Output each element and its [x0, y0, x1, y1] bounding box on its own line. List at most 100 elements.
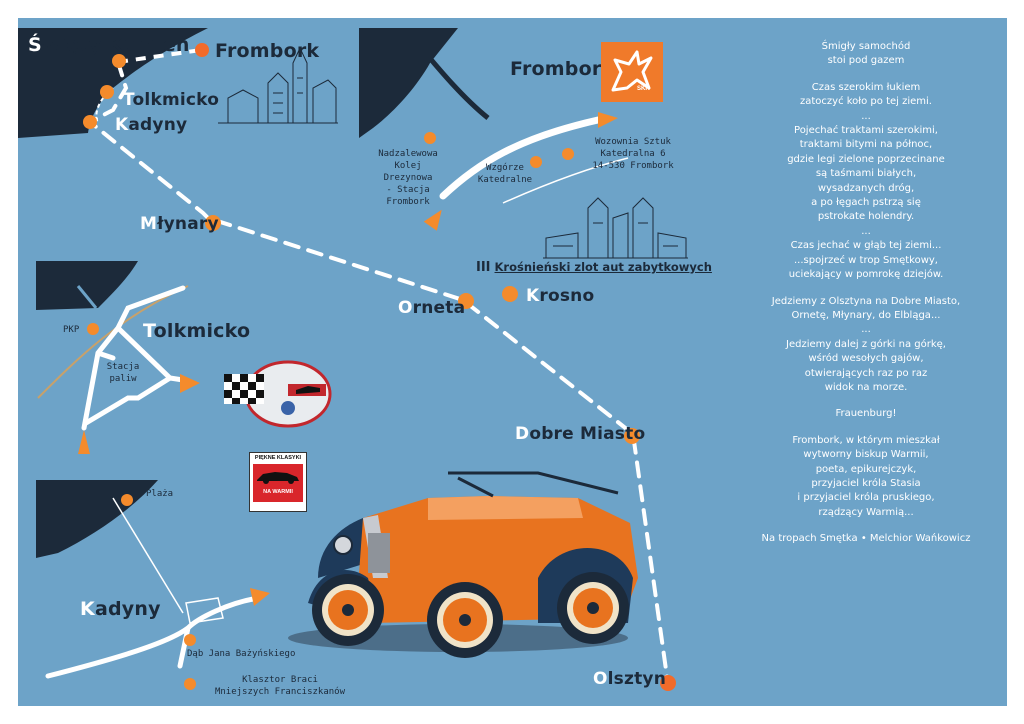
kadyny-block	[185, 597, 224, 624]
place-kadyny: Kadyny	[115, 115, 188, 135]
tolkmicko-railway	[37, 285, 189, 399]
kadyny-inset-sea	[36, 480, 158, 558]
place-frombork: Frombork	[215, 40, 320, 62]
poem-line: wytworny biskup Warmii,	[803, 449, 929, 461]
poem-line: Frauenburg!	[835, 408, 897, 420]
poem-line: traktami bitymi na północ,	[799, 139, 933, 151]
kadyny-klasztor-marker	[184, 678, 196, 690]
frombork-marker	[195, 43, 209, 57]
inset-kadyny-title: Kadyny	[80, 598, 161, 620]
poem-line: poeta, epikurejczyk,	[815, 463, 917, 475]
poem-line: i przyjaciel króla pruskiego,	[797, 492, 935, 504]
place-krosno: Krosno	[526, 286, 595, 306]
inset-kadyny-dab-label: Dąb Jana Bażyńskiego	[187, 649, 296, 659]
tolkmicko-inset-line	[76, 285, 98, 309]
skk-logo: SKK	[601, 42, 663, 102]
piekne-klasyki-bottom-text: NA WARMII	[263, 489, 293, 495]
poem-line: Czas szerokim łukiem	[811, 81, 921, 93]
frombork-road-dark	[421, 48, 490, 120]
kadyny-road-plaza	[112, 497, 184, 614]
poem-line: ...	[861, 110, 871, 122]
poem-gap	[746, 69, 986, 81]
skk-logo-text: SKK	[637, 86, 650, 92]
poem-line: ...	[861, 225, 871, 237]
kadyny-marker	[83, 115, 97, 129]
tolkmicko-inset-sea	[36, 261, 138, 310]
poem-line: zatoczyć koło po tej ziemi.	[799, 96, 932, 108]
main-route	[86, 60, 670, 686]
piekne-klasyki-top-text: PIĘKNE KLASYKI	[254, 455, 302, 461]
poem-line: Śmigły samochód	[821, 41, 911, 52]
mlynary-marker	[205, 215, 221, 231]
inset-frombork-wozownia-label: Wozownia Sztuk Katedralna 6 14-530 Fromb…	[592, 137, 674, 171]
piekne-klasyki-red-field	[253, 464, 303, 502]
orneta-marker	[458, 293, 474, 309]
rally-club-badge	[222, 358, 332, 430]
checkered-flag-icon	[224, 360, 332, 428]
frombork-arrow-left	[423, 209, 442, 231]
piekne-klasyki-logo: PIĘKNE KLASYKI NA WARMII	[249, 452, 307, 512]
route-frombork	[117, 48, 202, 64]
place-mlynary: Młynary	[140, 214, 219, 234]
map-graphics	[18, 28, 688, 691]
poem-line: Czas jechać w głąb tej ziemi...	[790, 240, 942, 252]
poem-line: są taśmami białych,	[815, 168, 917, 180]
cathedral-sketch	[543, 197, 688, 259]
frombork-wozownia-marker	[562, 148, 574, 160]
kadyny-roads	[45, 595, 261, 679]
kadyny-plaza-marker	[121, 494, 133, 506]
poem-line: gdzie legi zielone poprzecinane	[787, 153, 945, 165]
poem-gap	[746, 283, 986, 295]
frombork-inset-sea	[359, 28, 458, 138]
tolkmicko-roads	[81, 285, 186, 431]
frombork-wzgorze-marker	[530, 156, 542, 168]
map-poster: Święty Kamień Frombork Tolkmicko Kadyny …	[18, 18, 1007, 706]
frombork-castle-sketch	[218, 46, 338, 124]
poem-line: uciekający w pomrokę dziejów.	[788, 269, 944, 281]
frombork-road-main	[439, 116, 602, 200]
poem-line: wśród wesołych gajów,	[808, 353, 924, 365]
poem-line: rządzący Warmią...	[818, 506, 914, 518]
poem-line: ...	[861, 324, 871, 336]
place-olsztyn: Olsztyn	[593, 669, 667, 689]
poem-line: Pojechać traktami szerokimi,	[794, 125, 938, 137]
poem-line: otwierających raz po raz	[804, 367, 928, 379]
classic-car-icon	[257, 472, 299, 484]
frombork-kolej-marker	[424, 132, 436, 144]
place-tolkmicko: Tolkmicko	[123, 90, 220, 110]
poem-line: wysadzanych dróg,	[817, 182, 915, 194]
place-swiety-kamien: Święty Kamień	[28, 34, 190, 56]
tolkmicko-arrow-down	[78, 430, 90, 454]
inset-tolkmicko-title: Tolkmicko	[143, 320, 251, 342]
poem-gap	[746, 395, 986, 407]
dobre-miasto-marker	[624, 428, 640, 444]
kadyny-dab-marker	[184, 634, 196, 646]
poem-gap	[746, 422, 986, 434]
poem-line: pstrokate holendry.	[817, 211, 915, 223]
tolkmicko-marker	[100, 85, 114, 99]
inset-tolkmicko-pkp-label: PKP	[63, 325, 80, 335]
inset-tolkmicko-stacja-label: Stacja paliw	[106, 362, 140, 384]
frombork-arrow-right	[598, 112, 618, 128]
kadyny-arrow-right	[250, 588, 270, 606]
poem-line: ...spojrzeć w trop Smętkowy,	[794, 254, 938, 266]
main-map-sea	[18, 28, 208, 138]
poem-line: Jedziemy dalej z górki na górkę,	[786, 338, 946, 350]
swiety-kamien-marker	[112, 54, 126, 68]
inset-kadyny-plaza-label: Plaża	[146, 489, 174, 499]
frombork-road-minor	[502, 157, 629, 204]
krosno-marker	[502, 286, 518, 302]
poem-line: Frombork, w którym mieszkał	[792, 434, 940, 446]
tolkmicko-pkp-marker	[87, 323, 99, 335]
olsztyn-marker	[660, 675, 676, 691]
poem-line: Jedziemy z Olsztyna na Dobre Miasto,	[771, 295, 961, 307]
place-orneta: Orneta	[398, 298, 466, 318]
poem-line: widok na morze.	[824, 381, 908, 393]
poem-line: Na tropach Smętka • Melchior Wańkowicz	[761, 533, 971, 545]
place-dobre-miasto: Dobre Miasto	[515, 424, 646, 444]
inset-frombork-title: Frombork	[510, 58, 615, 80]
poem-line: Ornetę, Młynary, do Elbląga...	[791, 309, 941, 321]
inset-kadyny-klasztor-label: Klasztor Braci Mniejszych Franciszkanów	[214, 675, 346, 697]
